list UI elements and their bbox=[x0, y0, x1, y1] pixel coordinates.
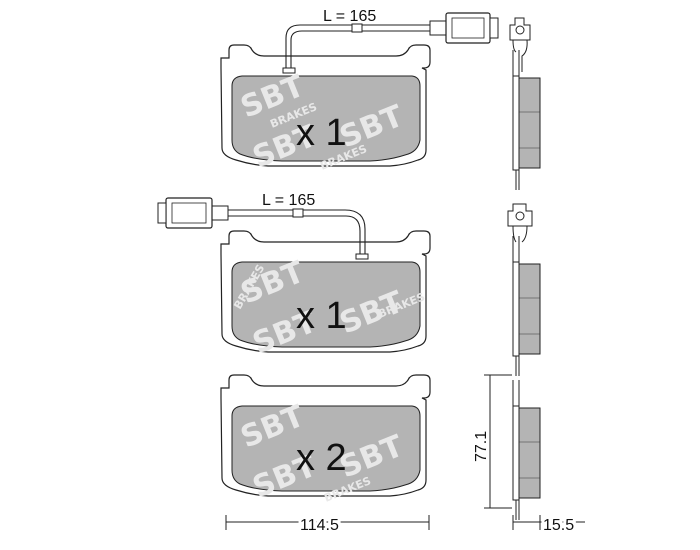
pad-2: SBT SBT SBT BRAKES BRAKES x 1 L = 165 bbox=[157, 192, 541, 377]
dimension-thickness: 15.5 bbox=[512, 514, 585, 537]
pad-1-side-view bbox=[509, 17, 541, 191]
pad-1: SBT SBT SBT BRAKES BRAKES x 1 L = 165 bbox=[220, 8, 541, 191]
pad-2-side-view bbox=[507, 203, 541, 377]
dimension-height: 77.1 bbox=[470, 374, 512, 509]
pad-3-quantity: x 2 bbox=[296, 437, 347, 479]
height-dimension-label: 77.1 bbox=[473, 431, 490, 462]
dimension-width: 114.5 bbox=[225, 514, 430, 537]
pad-1-quantity: x 1 bbox=[296, 112, 347, 154]
pad-3-side-view bbox=[512, 379, 541, 521]
wire-length-label-1: L = 165 bbox=[323, 8, 376, 25]
pad-2-quantity: x 1 bbox=[296, 295, 347, 337]
wear-sensor-wire-2 bbox=[157, 197, 369, 260]
pad-3: SBT SBT SBT BRAKES x 2 bbox=[220, 374, 541, 521]
thickness-dimension-label: 15.5 bbox=[543, 517, 574, 534]
wear-sensor-wire-1 bbox=[282, 12, 499, 74]
width-dimension-label: 114.5 bbox=[300, 517, 339, 534]
wire-length-label-2: L = 165 bbox=[262, 192, 315, 209]
